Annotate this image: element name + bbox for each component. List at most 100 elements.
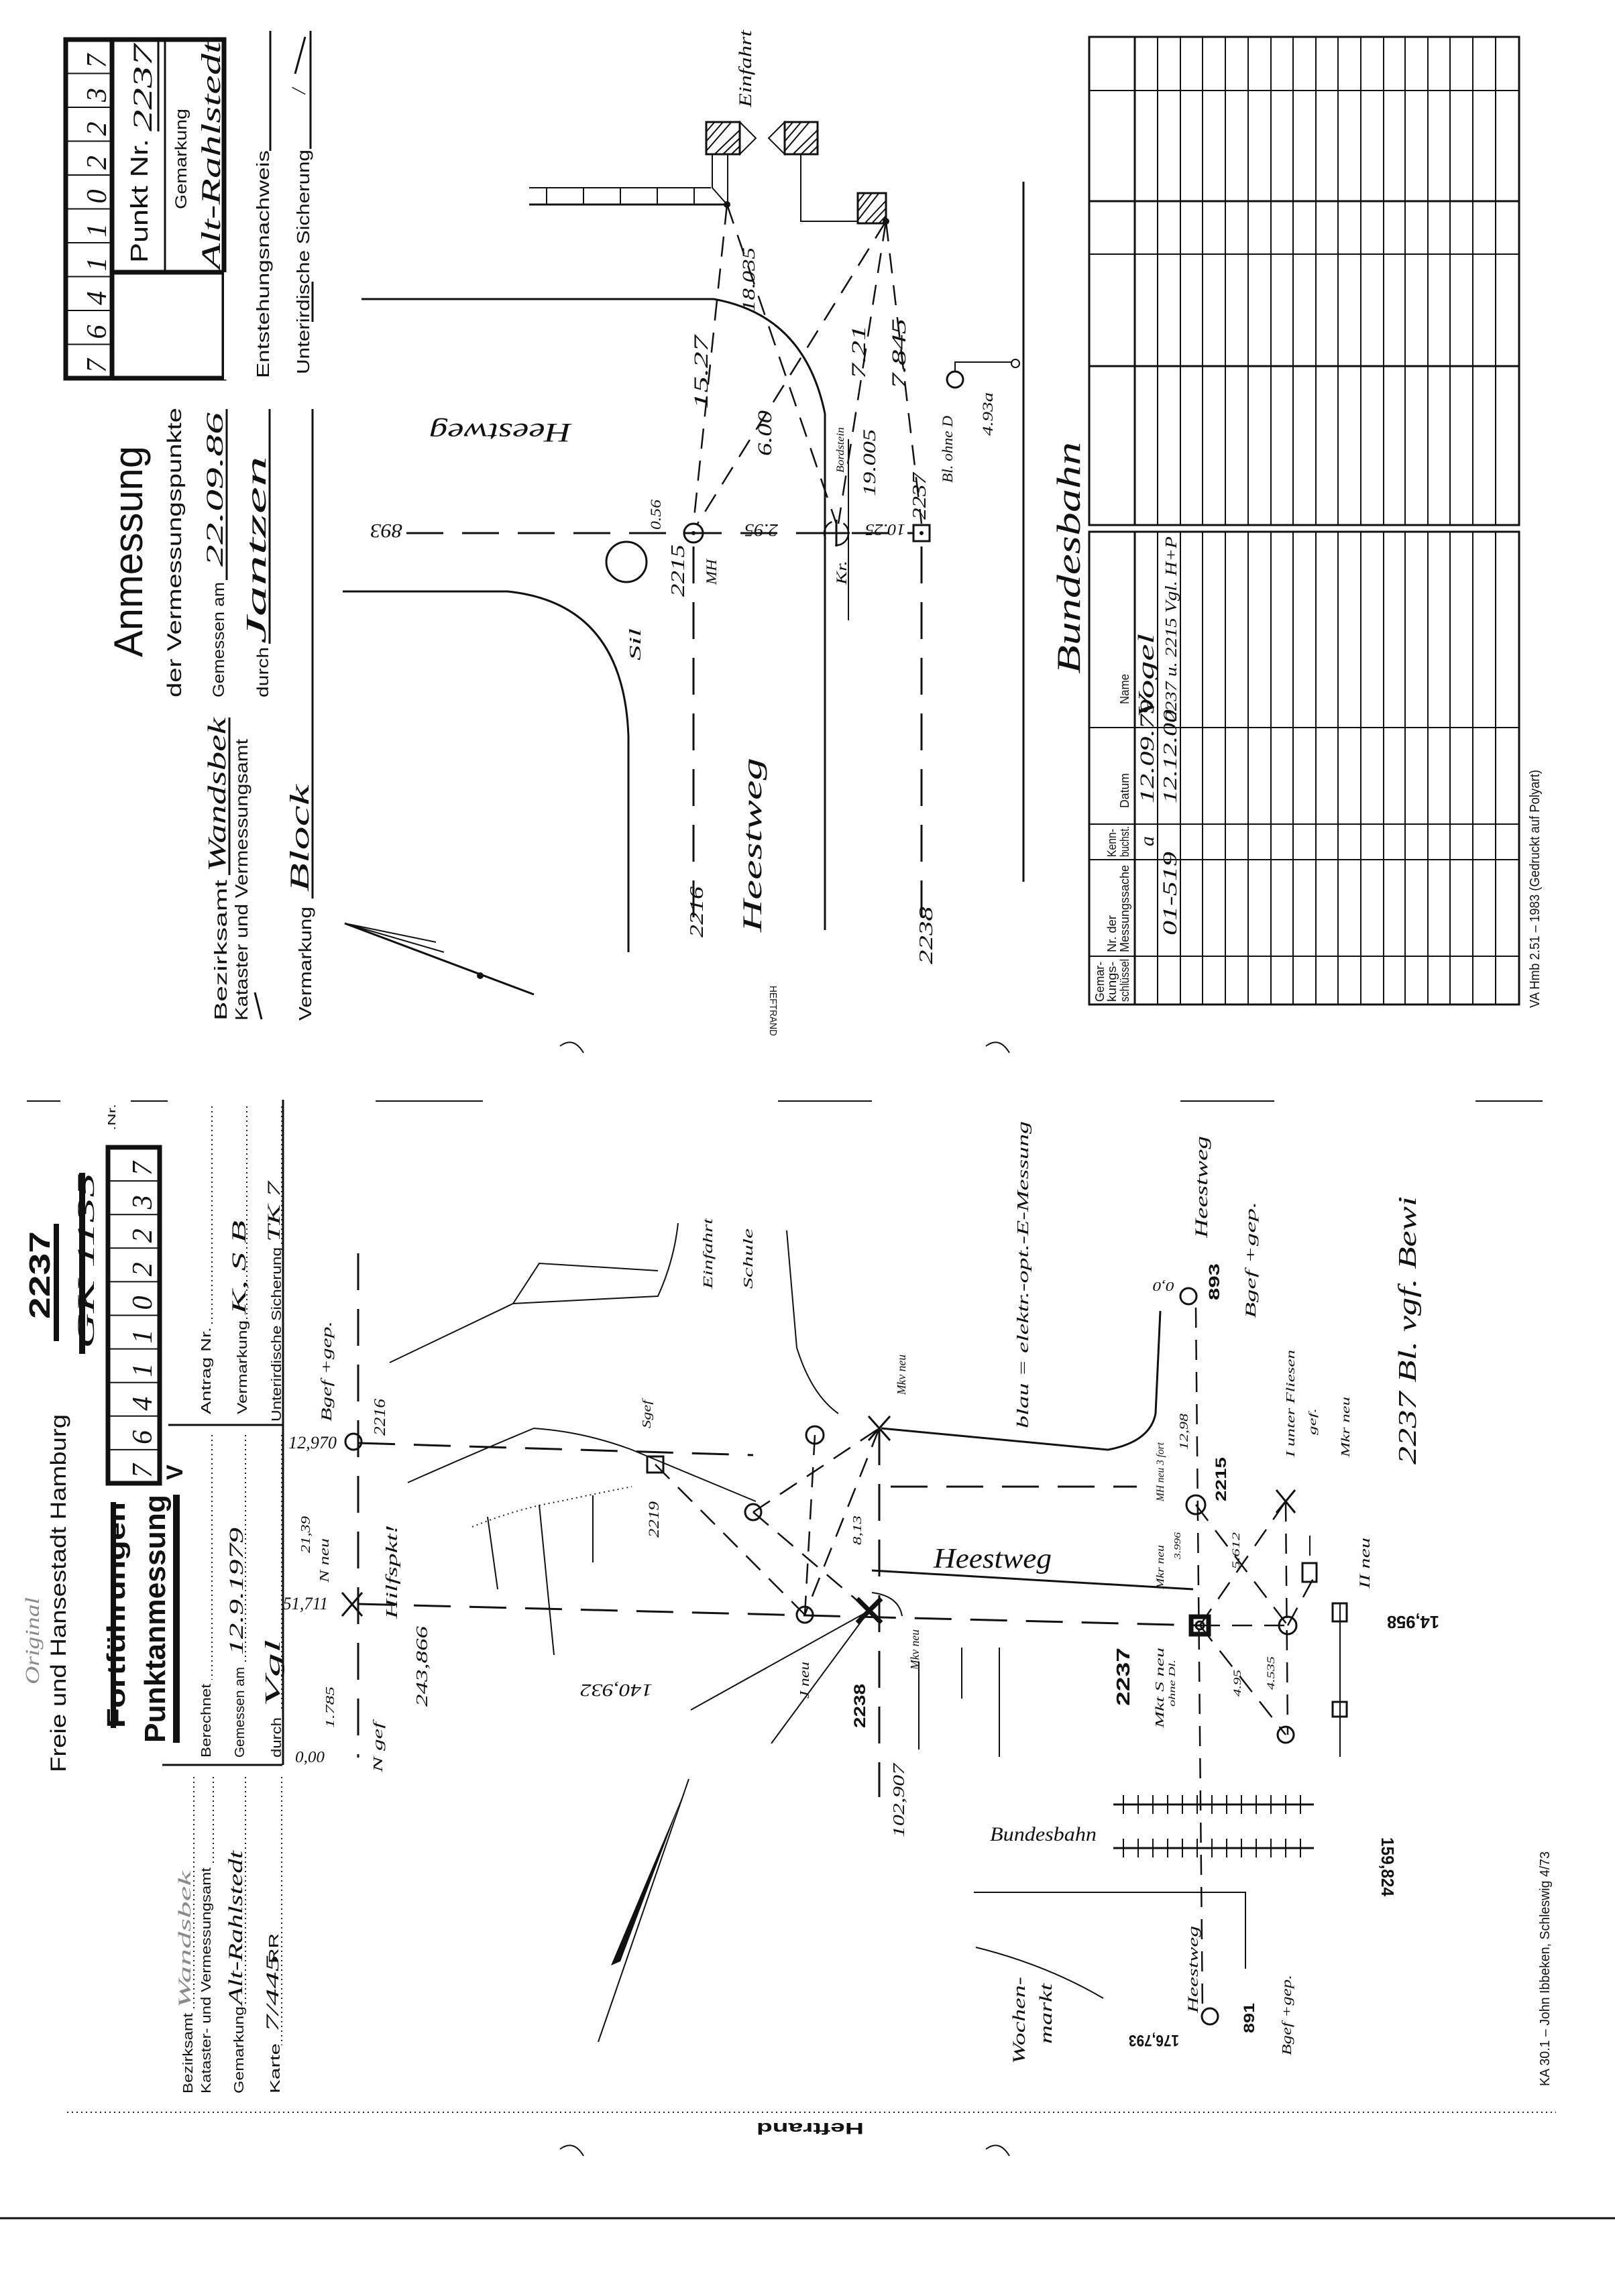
table-cell-name: Vogel [1134,634,1159,718]
authority-label: Freie und Hansestadt Hamburg [46,1414,70,1772]
vermarkung-value: Block [284,783,315,892]
label-schule: Schule [741,1228,756,1289]
measurement-line [753,1511,870,1611]
strike-bar [79,1173,85,1354]
note-2237: 2237 Bl. vgf. Bewi [1394,1196,1422,1465]
label-bgef-gep: Bgef +gep. [318,1321,335,1422]
point-label-893: 893 [1206,1263,1223,1300]
distance-label: 4.535 [1266,1656,1277,1690]
measurement-line [726,204,838,524]
form-subtitle: der Vermessungspunkte [164,408,186,697]
punkt-digit: 1 [82,257,113,272]
punkt-digit: 7 [127,1160,158,1175]
point-2215-marker [683,522,704,544]
hatch-line [784,121,794,133]
point-label-2219: 2219 [645,1501,662,1538]
vermarkung-label: Vermarkung [235,1320,250,1414]
measurement-line [655,1464,805,1615]
punch-hole-mark [559,2144,584,2157]
point-label-2238: 2238 [851,1684,869,1728]
small-building [1301,1562,1318,1583]
punkt-digit: 2 [127,1262,158,1276]
measurement-line-main [357,1603,1201,1627]
hatch-line [871,207,887,224]
label-bordstein: Bordstein [835,427,846,473]
hatch-line [706,121,724,142]
label-n-gef: N gef [371,1719,386,1774]
gemarkung-label: Gemarkung [232,2006,247,2093]
north-arrow-feather [344,923,437,943]
label-mkr-neu: Mkr neu [1339,1397,1352,1458]
hilfspunkt-cross [341,1592,364,1617]
point-j-marker [795,1605,814,1624]
table-cell-nr: 01-519 [1159,852,1181,935]
point-2215-marker [1185,1494,1207,1515]
hatch-line [864,200,887,224]
table-header: Name [1118,674,1131,704]
building-hatching [706,121,887,224]
point-label-893: 893 [370,520,402,542]
sight-line [771,1610,870,1744]
punkt-digit: 4 [127,1397,158,1411]
label-gef: gef. [1307,1408,1319,1435]
karte-label: Karte [268,2043,283,2093]
punkt-digit: 2 [82,122,113,136]
unterirdische-sicherung-label: Unterirdische Sicherung [293,150,313,374]
punkt-digit: 7 [82,357,113,373]
sil-manhole [605,540,648,583]
distance-label: 8,13 [850,1515,864,1545]
punch-hole-mark [985,1041,1010,1053]
hatch-line [878,215,887,224]
label-bundesbahn: Bundesbahn [1050,442,1087,674]
point-label-891: 891 [1241,2003,1258,2033]
bezirksamt-label: Bezirksamt [211,879,231,1021]
lamp-arm [954,361,1011,371]
punch-hole-mark [559,1041,584,1053]
label-j-neu: J neu [797,1662,812,1699]
hatch-line [784,121,810,152]
fortfuehrungen-struck: Fortführungen [103,1502,131,1728]
box-cutout [224,272,229,380]
punkt-digit: 1 [82,223,113,237]
label-mkv-neu: Mkv neu [895,1355,908,1395]
hatch-line [784,121,802,142]
label-bl-ohne-d: Bl. ohne D [939,416,956,483]
table-header: Kenn- [1105,829,1119,857]
distance-label: 159,824 [1378,1837,1398,1897]
road-edge [975,1947,1104,1999]
distance-label: 2.95 [744,520,778,540]
measurement-line [696,221,887,524]
bezirksamt-value: Wandsbek [203,716,231,872]
distance-label: 4.93a [979,392,996,436]
boundary-line [974,1892,1246,1969]
cross-line [855,1597,883,1625]
measurement-line [1284,1501,1289,1735]
label-bgef-gep: Bgef +gep. [1242,1202,1259,1318]
punkt-digit: 1 [127,1330,158,1344]
distance-label: 18.035 [739,247,759,312]
label-wochenmarkt: markt [1036,1983,1056,2044]
table-header: schlüssel [1118,959,1131,1002]
vermarkung-value: K, S B [228,1220,250,1316]
measurement-line [837,221,887,524]
point-2215-center [691,531,695,535]
table-cell-name: 2237 u. 2215 Vgl. H+P [1163,536,1180,721]
punkt-digit: 3 [82,88,113,103]
hatch-line [722,137,740,155]
karte-value: 7/445 [263,1955,282,2032]
hatch-line [730,146,740,155]
punktanmessung-underline [173,1495,180,1743]
hatch-line [792,129,818,155]
point-2216-marker [344,1432,363,1451]
label-mh-neu: MH neu 3 fort [1155,1442,1166,1501]
measurement-line [1195,1504,1288,1626]
hedge-line [487,1516,498,1590]
label-bgef-gep: Bgef +gep. [1280,1975,1294,2055]
north-arrow-icon [611,1794,683,1965]
distance-label: 7.21 [848,325,870,379]
punkt-nr-label: Punkt Nr. [125,139,153,263]
entrance-arrow [767,120,785,156]
measurement-line [753,1427,880,1513]
distance-label: 0.56 [647,500,664,530]
durch-label: durch [270,1717,284,1758]
